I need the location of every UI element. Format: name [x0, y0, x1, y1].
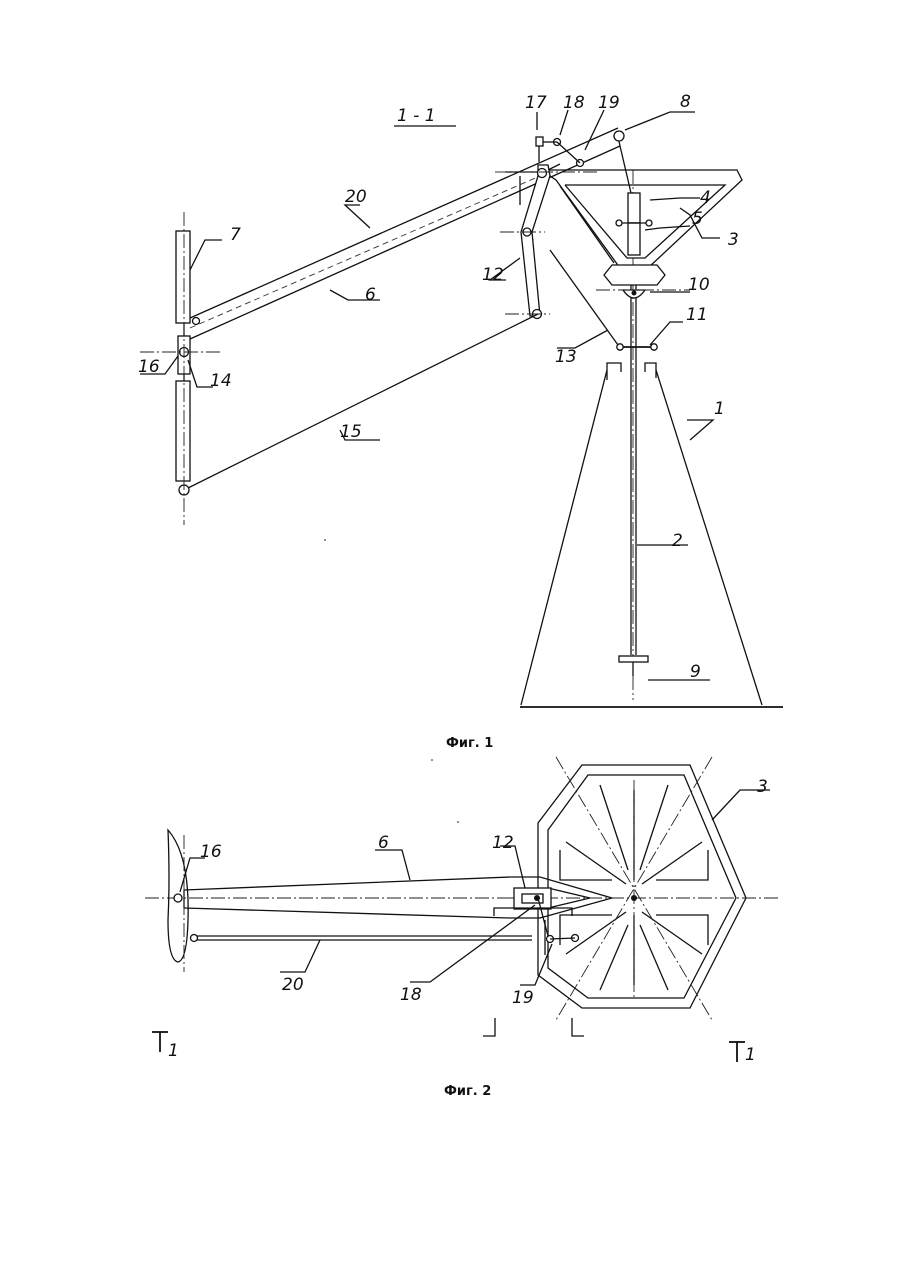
- figure-1: 1 - 1: [138, 92, 783, 751]
- blade-plan-16: [168, 830, 188, 972]
- figure-2-caption: Фиг. 2: [444, 1084, 491, 1099]
- section-mark-right: 1: [745, 1045, 756, 1065]
- figure-1-caption: Фиг. 1: [446, 736, 493, 751]
- section-label: 1 - 1: [397, 106, 436, 126]
- callout-4: 4: [700, 188, 711, 208]
- callout-20: 20: [345, 187, 367, 207]
- fig2-callout-20: 20: [282, 975, 304, 995]
- callout-19: 19: [598, 93, 620, 113]
- callout-15: 15: [340, 422, 362, 442]
- linkage-12-13-15: [184, 137, 618, 490]
- fig2-callout-6: 6: [378, 833, 389, 853]
- callout-13: 13: [555, 347, 577, 367]
- callout-9: 9: [690, 662, 701, 682]
- callout-2: 2: [672, 531, 683, 551]
- figure-2: 1 1 3 6 12 16 18 19 20 Фиг. 2: [145, 757, 778, 1099]
- callout-7: 7: [230, 225, 241, 245]
- scan-specks: [324, 539, 459, 823]
- callout-5: 5: [692, 209, 703, 229]
- tower-1: [520, 363, 783, 707]
- section-marks: 1 1: [152, 1018, 756, 1065]
- callout-6: 6: [365, 285, 376, 305]
- section-mark-left: 1: [168, 1041, 179, 1061]
- callout-14: 14: [210, 371, 232, 391]
- callout-17: 17: [525, 93, 547, 113]
- arm-6: [190, 128, 624, 339]
- callout-16: 16: [138, 357, 160, 377]
- callout-10: 10: [688, 275, 710, 295]
- callout-18: 18: [563, 93, 585, 113]
- fig2-callout-19: 19: [512, 988, 534, 1008]
- callout-3: 3: [728, 230, 739, 250]
- fig2-callout-3: 3: [757, 777, 768, 797]
- rotor-frame-3: [541, 133, 742, 350]
- callout-8: 8: [680, 92, 691, 112]
- fig2-callout-18: 18: [400, 985, 422, 1005]
- callout-1: 1: [714, 399, 725, 419]
- fig2-callout-16: 16: [200, 842, 222, 862]
- callout-12: 12: [482, 265, 504, 285]
- fig1-callouts: 1 2 3 4 5 6 7 8 9 10 11 12 13 14 15 16 1…: [138, 92, 739, 682]
- callout-11: 11: [686, 305, 708, 325]
- fig2-callouts: 3 6 12 16 18 19 20: [200, 777, 768, 1008]
- fig2-leaders: [180, 790, 770, 985]
- fig2-callout-12: 12: [492, 833, 514, 853]
